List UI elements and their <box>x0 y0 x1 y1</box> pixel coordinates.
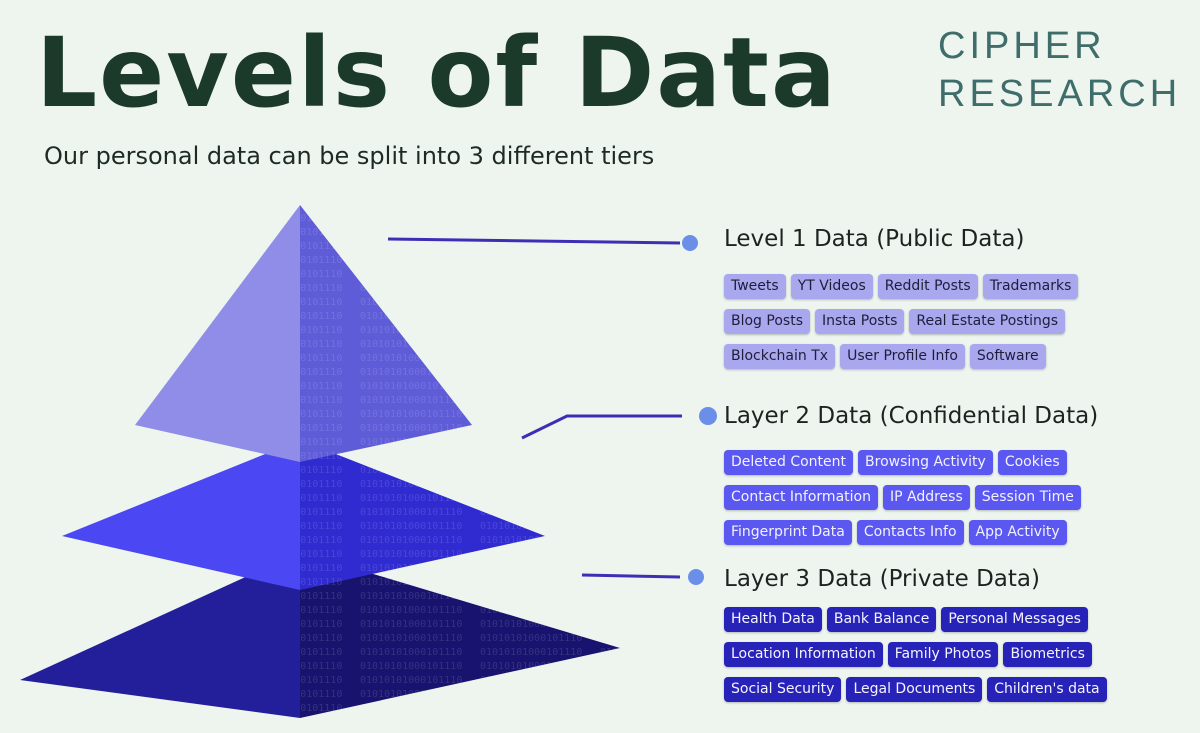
pyramid-tier-2-left-face <box>62 440 300 590</box>
tag-row: Blockchain Tx User Profile Info Software <box>724 344 1184 369</box>
tag-row: Location Information Family Photos Biome… <box>724 642 1184 667</box>
tag-family-photos: Family Photos <box>887 642 999 667</box>
tag-legal-documents: Legal Documents <box>846 677 983 702</box>
tag-blockchain-tx: Blockchain Tx <box>724 344 836 369</box>
pyramid-tier-3-left-face <box>20 552 300 718</box>
tag-location-information: Location Information <box>724 642 883 667</box>
connector-line-level-1 <box>387 237 681 245</box>
level-1-title: Level 1 Data (Public Data) <box>724 226 1025 252</box>
bullet-dot-level-3 <box>688 569 704 585</box>
tag-childrens-data: Children's data <box>987 677 1107 702</box>
bullet-dot-level-1 <box>682 235 698 251</box>
tag-bank-balance: Bank Balance <box>826 607 937 632</box>
tag-app-activity: App Activity <box>968 520 1067 545</box>
pyramid-tier-2-binary-overlay <box>300 440 545 590</box>
tag-biometrics: Biometrics <box>1003 642 1092 667</box>
connector-line-level-3 <box>581 573 681 579</box>
tag-fingerprint-data: Fingerprint Data <box>724 520 852 545</box>
tag-real-estate-postings: Real Estate Postings <box>909 309 1066 334</box>
pyramid-tier-1-binary-overlay <box>300 205 472 462</box>
bullet-dot-level-2 <box>699 407 717 425</box>
tag-reddit-posts: Reddit Posts <box>877 274 978 299</box>
tag-ip-address: IP Address <box>882 485 970 510</box>
page-subtitle: Our personal data can be split into 3 di… <box>44 142 655 170</box>
tag-row: Social Security Legal Documents Children… <box>724 677 1184 702</box>
page-title: Levels of Data <box>36 17 838 129</box>
pyramid-tier-3-binary-overlay <box>300 552 620 718</box>
level-1-tags: Tweets YT Videos Reddit Posts Trademarks… <box>724 274 1184 379</box>
tag-contacts-info: Contacts Info <box>856 520 964 545</box>
brand-logo: CIPHER RESEARCH <box>938 22 1181 118</box>
tag-row: Health Data Bank Balance Personal Messag… <box>724 607 1184 632</box>
level-2-title: Layer 2 Data (Confidential Data) <box>724 403 1099 429</box>
tag-software: Software <box>969 344 1046 369</box>
tag-trademarks: Trademarks <box>982 274 1079 299</box>
level-3-tags: Health Data Bank Balance Personal Messag… <box>724 607 1184 712</box>
tag-health-data: Health Data <box>724 607 822 632</box>
tag-insta-posts: Insta Posts <box>814 309 905 334</box>
tag-user-profile-info: User Profile Info <box>840 344 965 369</box>
tag-session-time: Session Time <box>974 485 1081 510</box>
tag-deleted-content: Deleted Content <box>724 450 854 475</box>
level-3-title: Layer 3 Data (Private Data) <box>724 566 1040 592</box>
tag-row: Fingerprint Data Contacts Info App Activ… <box>724 520 1184 545</box>
tag-blog-posts: Blog Posts <box>724 309 810 334</box>
brand-line-1: CIPHER <box>938 25 1106 67</box>
tag-contact-information: Contact Information <box>724 485 878 510</box>
tag-browsing-activity: Browsing Activity <box>858 450 993 475</box>
tag-yt-videos: YT Videos <box>790 274 873 299</box>
tag-social-security: Social Security <box>724 677 842 702</box>
connector-line-level-2 <box>521 414 682 440</box>
tag-row: Contact Information IP Address Session T… <box>724 485 1184 510</box>
brand-line-2: RESEARCH <box>938 73 1182 115</box>
tag-tweets: Tweets <box>724 274 786 299</box>
tag-row: Tweets YT Videos Reddit Posts Trademarks <box>724 274 1184 299</box>
pyramid-tier-1-left-face <box>135 205 300 462</box>
tag-row: Blog Posts Insta Posts Real Estate Posti… <box>724 309 1184 334</box>
tag-personal-messages: Personal Messages <box>941 607 1088 632</box>
level-2-tags: Deleted Content Browsing Activity Cookie… <box>724 450 1184 555</box>
tag-row: Deleted Content Browsing Activity Cookie… <box>724 450 1184 475</box>
tag-cookies: Cookies <box>997 450 1067 475</box>
